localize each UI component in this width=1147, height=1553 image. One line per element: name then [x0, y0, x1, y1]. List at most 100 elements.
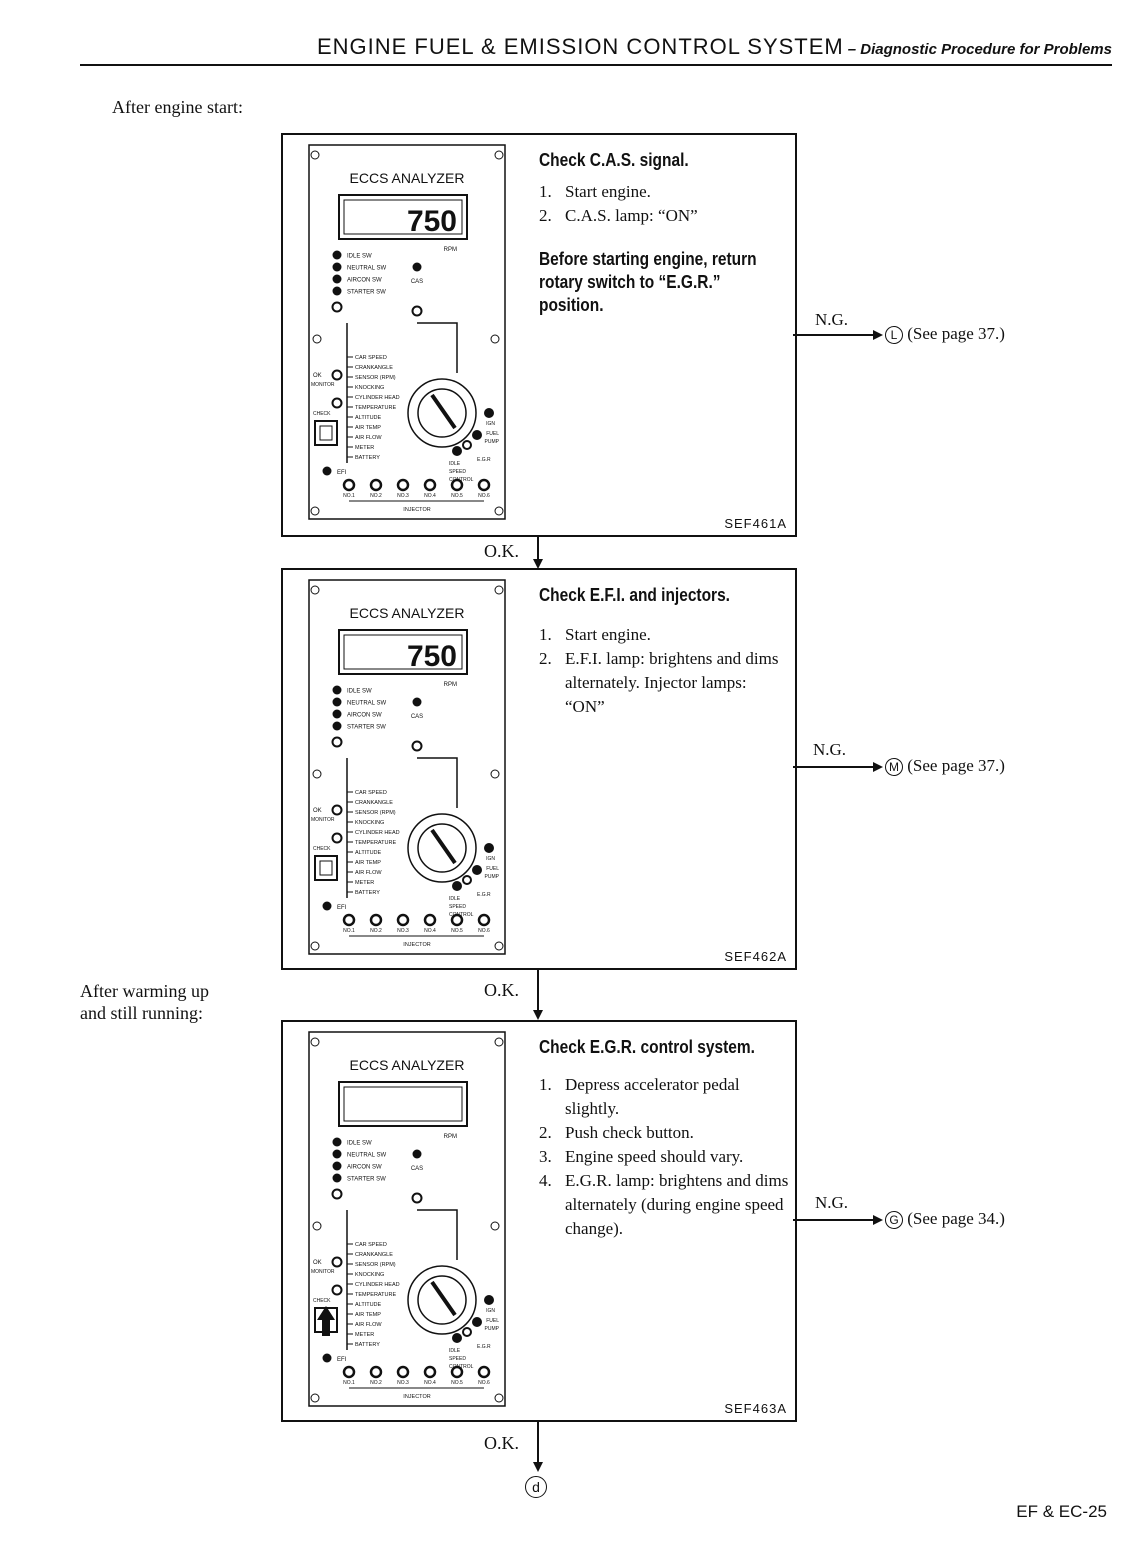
egr-lamp-icon	[462, 875, 472, 885]
right-lamp-label: E.G.R	[477, 1344, 491, 1350]
switch-position-label: AIR FLOW	[355, 435, 382, 441]
screw-icon	[494, 1037, 504, 1047]
injector-lamp-icon	[450, 478, 464, 492]
step-number: 2.	[539, 206, 552, 225]
indicator-label: NEUTRAL SW	[347, 266, 386, 272]
step-list: 1.Start engine. 2. C.A.S. lamp: “ON”	[539, 180, 789, 228]
rpm-display	[338, 194, 468, 240]
indicator-label: AIRCON SW	[347, 713, 382, 719]
flow-line	[537, 1420, 539, 1464]
switch-position-label: BATTERY	[355, 455, 380, 461]
ng-target: M (See page 37.)	[885, 756, 1005, 777]
indicator-label: STARTER SW	[347, 290, 386, 296]
check-label: CHECK	[313, 1298, 331, 1304]
right-lamp-label: FUEL	[486, 1318, 499, 1324]
monitor-lamp-icon	[331, 1256, 343, 1268]
note-after-start: After engine start:	[112, 97, 243, 117]
indicator-label: IDLE SW	[347, 254, 372, 260]
step-text: C.A.S. lamp: “ON”	[565, 206, 698, 225]
injector-label: INJECTOR	[403, 507, 430, 513]
ng-reference: L	[885, 326, 903, 345]
indicator-lamp-icon	[332, 709, 342, 719]
check-lamp-icon	[331, 397, 343, 409]
cas-lamp-icon	[412, 262, 422, 272]
step-title: Check E.G.R. control system.	[539, 1037, 755, 1057]
ng-target: G (See page 34.)	[885, 1209, 1005, 1230]
ng-reference: M	[885, 758, 903, 777]
rpm-display-inner	[343, 1086, 463, 1122]
step-text: E.F.I. lamp: brightens and dims alternat…	[565, 649, 779, 716]
monitor-lamp-icon	[331, 369, 343, 381]
screw-icon	[310, 1037, 320, 1047]
injector-lamp-icon	[369, 478, 383, 492]
step-item: 2.Push check button.	[539, 1121, 789, 1145]
rpm-label: RPM	[444, 247, 457, 253]
injector-lamp-icon	[450, 913, 464, 927]
step-text: Depress accelerator pedal slightly.	[565, 1075, 740, 1118]
indicator-lamp-icon	[332, 721, 342, 731]
step-number: 2.	[539, 649, 552, 668]
cas-label: CAS	[411, 279, 423, 285]
check-lamp-icon	[331, 1284, 343, 1296]
header-title: ENGINE FUEL & EMISSION CONTROL SYSTEM	[316, 34, 844, 59]
idle-lamp-icon	[452, 446, 462, 456]
cas-label: CAS	[411, 1166, 423, 1172]
switch-position-label: ALTITUDE	[355, 415, 382, 421]
injector-lamp-icon	[342, 913, 356, 927]
indicator-lamp-icon	[332, 697, 342, 707]
injector-number-label: NO.6	[478, 1380, 490, 1386]
step-note: Before starting engine, return rotary sw…	[539, 249, 757, 315]
panel-brand: ECCS ANALYZER	[350, 170, 465, 186]
switch-position-label: SENSOR (RPM)	[355, 810, 396, 816]
switch-position-label: METER	[355, 1332, 374, 1338]
arrow-down-icon	[533, 1462, 543, 1472]
check-button-face	[319, 860, 333, 876]
switch-position-label: KNOCKING	[355, 820, 384, 826]
panel-brand: ECCS ANALYZER	[350, 605, 465, 621]
indicator-label: STARTER SW	[347, 1177, 386, 1183]
panel-frame	[308, 1031, 506, 1407]
rpm-label: RPM	[444, 1134, 457, 1140]
screw-icon	[310, 506, 320, 516]
switch-position-label: ALTITUDE	[355, 1302, 382, 1308]
step-item: 2. E.F.I. lamp: brightens and dims altern…	[539, 647, 789, 719]
check-button	[314, 855, 338, 881]
step-text: Push check button.	[565, 1123, 694, 1142]
arrow-down-icon	[533, 559, 543, 569]
knob-pointer	[430, 828, 457, 865]
injector-lamp-icon	[396, 478, 410, 492]
indicator-lamp-icon	[332, 286, 342, 296]
efi-lamp-icon	[322, 901, 332, 911]
injector-number-label: NO.3	[397, 493, 409, 499]
step-number: 3.	[539, 1147, 552, 1166]
knob-pointer	[430, 1280, 457, 1317]
right-lamp-label: IGN	[486, 421, 495, 427]
idle-lamp-icon	[452, 881, 462, 891]
step-item: 1.Start engine.	[539, 180, 789, 204]
monitor-label: MONITOR	[311, 382, 335, 388]
switch-position-label: KNOCKING	[355, 385, 384, 391]
right-lamp-label: SPEED	[449, 469, 466, 475]
egr-lamp-icon	[462, 440, 472, 450]
lead-line	[417, 322, 458, 373]
right-lamp-label: CONTROL	[449, 912, 474, 918]
monitor-label: MONITOR	[311, 1269, 335, 1275]
page-footer: EF & EC-25	[1016, 1502, 1107, 1521]
ng-label: N.G.	[813, 740, 847, 759]
ign-lamp-icon	[484, 408, 494, 418]
efi-lamp-icon	[322, 466, 332, 476]
figure-code: SEF463A	[724, 1401, 787, 1416]
rpm-display	[338, 1081, 468, 1127]
injector-number-label: NO.2	[370, 1380, 382, 1386]
step-list: 1.Start engine. 2.E.F.I. lamp: brightens…	[539, 623, 789, 719]
lead-line	[417, 1209, 458, 1260]
injector-lamp-icon	[342, 478, 356, 492]
injector-number-label: NO.4	[424, 1380, 436, 1386]
right-lamp-label: SPEED	[449, 904, 466, 910]
efi-lamp-icon	[322, 1353, 332, 1363]
efi-label: EFI	[337, 1357, 347, 1363]
step-item: 4.E.G.R. lamp: brightens and dims altern…	[539, 1169, 789, 1241]
cas-lamp-icon	[412, 1149, 422, 1159]
